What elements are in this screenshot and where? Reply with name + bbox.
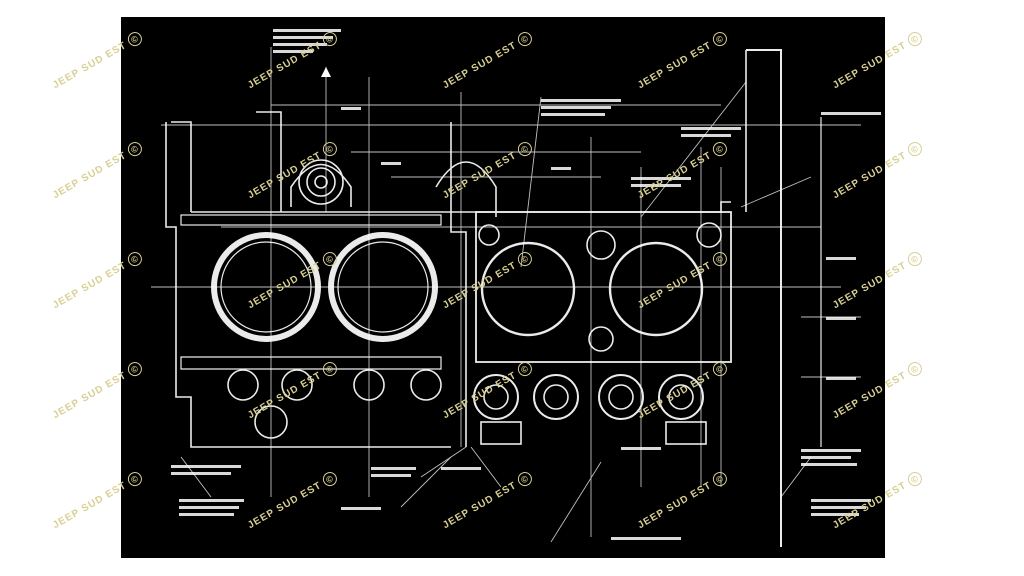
engine-block-blueprint-image — [121, 17, 885, 558]
center-dome — [435, 161, 497, 217]
main-bearing-3-inner — [608, 384, 634, 410]
bearing-4 — [410, 369, 442, 401]
bearing-2 — [281, 369, 313, 401]
bottom-hatch-band — [180, 356, 442, 370]
main-bearing-2-inner — [543, 384, 569, 410]
cylinder-bore-4 — [608, 241, 704, 337]
bearing-1 — [227, 369, 259, 401]
main-bearing-3 — [598, 374, 644, 420]
head-stud-4 — [588, 326, 614, 352]
lower-pad-1 — [480, 421, 522, 445]
main-bearing-1-inner — [483, 384, 509, 410]
head-stud-3 — [478, 224, 500, 246]
lower-pad-2 — [665, 421, 707, 445]
cylinder-bore-3 — [480, 241, 576, 337]
top-boss-inner — [314, 175, 328, 189]
main-bearing-4 — [658, 374, 704, 420]
main-bearing-1 — [473, 374, 519, 420]
left-column-b — [256, 111, 282, 212]
top-boss-mid — [306, 167, 336, 197]
top-boss-housing — [290, 163, 352, 207]
top-boss-outer — [298, 159, 344, 205]
center-divider — [450, 122, 467, 447]
left-column-a — [171, 121, 192, 212]
dimension-lines — [151, 47, 861, 543]
top-hatch-band — [180, 214, 442, 226]
main-bearing-2 — [533, 374, 579, 420]
block-outline-left — [165, 122, 451, 448]
blueprint-drawing — [151, 29, 881, 547]
dimension-arrow — [321, 67, 331, 77]
main-bearing-4-inner — [668, 384, 694, 410]
head-stud-1 — [586, 230, 616, 260]
right-column — [746, 49, 782, 547]
annotation-marks — [171, 29, 881, 540]
